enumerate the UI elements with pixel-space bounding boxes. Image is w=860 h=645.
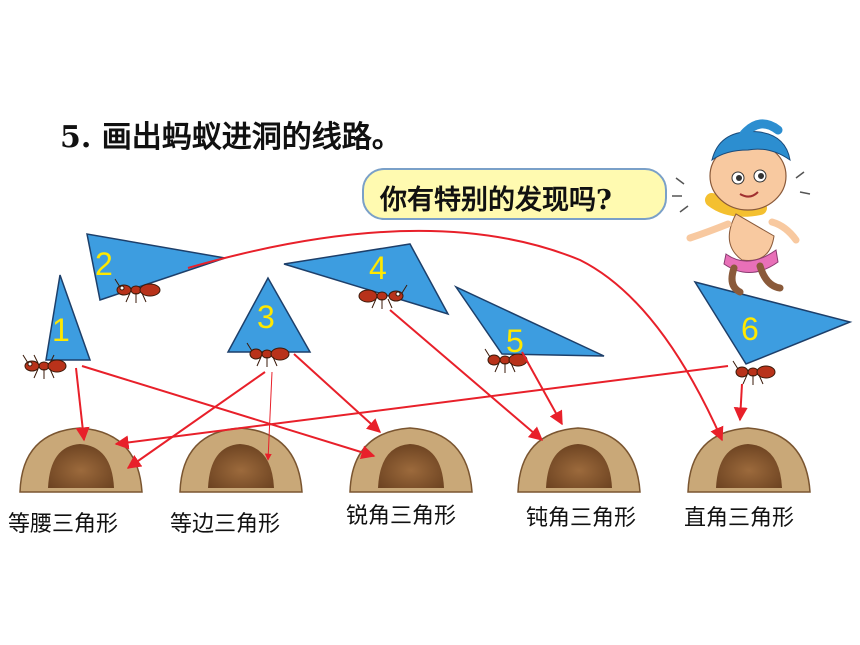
- triangle-4-number: 4: [369, 250, 387, 286]
- hole-isosceles: [19, 427, 143, 493]
- speech-bubble-text: 你有特别的发现吗?: [380, 185, 612, 216]
- route-3-equilateral: [264, 371, 273, 461]
- triangle-5: [453, 285, 605, 357]
- triangle-1-number: 1: [52, 312, 70, 348]
- ant-2-icon: [114, 278, 161, 303]
- triangle-3-number: 3: [257, 299, 275, 335]
- route-3-isosceles: [126, 371, 266, 469]
- triangle-6-number: 6: [741, 311, 759, 347]
- route-4-obtuse: [389, 309, 544, 441]
- triangle-1: [45, 274, 92, 361]
- ant-4-icon: [358, 284, 408, 309]
- hole-label-equilateral: 等边三角形: [170, 512, 281, 537]
- cartoon-character: [672, 119, 811, 296]
- route-1-isosceles: [75, 367, 90, 442]
- hole-label-obtuse: 钝角三角形: [526, 506, 637, 531]
- route-5-obtuse: [521, 351, 563, 426]
- triangle-6: [693, 280, 853, 365]
- triangle-4: [283, 243, 450, 316]
- route-lines: [75, 229, 748, 469]
- hole-label-right: 直角三角形: [684, 506, 795, 531]
- hole-equilateral: [179, 427, 303, 493]
- ant-6-icon: [732, 360, 776, 385]
- triangle-2: [86, 233, 226, 301]
- speech-bubble: 你有特别的发现吗?: [362, 168, 667, 220]
- ant-1-icon: [22, 354, 67, 379]
- hole-obtuse: [517, 427, 641, 493]
- route-2-right: [187, 229, 724, 442]
- route-6-right: [733, 383, 748, 422]
- hole-right: [687, 427, 811, 493]
- question-title: 5. 画出蚂蚁进洞的线路。: [60, 120, 402, 155]
- hole-label-acute: 锐角三角形: [346, 504, 457, 529]
- hole-label-isosceles: 等腰三角形: [8, 512, 119, 537]
- ant-3-icon: [246, 342, 290, 367]
- hole-acute: [349, 427, 473, 493]
- route-6-isosceles: [114, 365, 729, 450]
- ant-5-icon: [484, 348, 528, 373]
- route-1-acute: [81, 365, 376, 459]
- triangle-2-number: 2: [95, 246, 113, 282]
- route-3-acute: [293, 353, 382, 433]
- triangle-5-number: 5: [506, 323, 524, 359]
